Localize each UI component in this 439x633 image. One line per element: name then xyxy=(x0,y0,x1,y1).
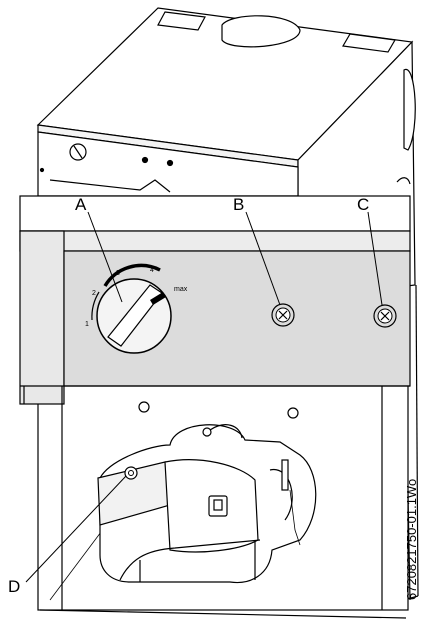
callout-c: C xyxy=(357,195,369,214)
dial-mark-2: 2 xyxy=(92,290,96,297)
burner-unit xyxy=(97,424,317,584)
dial-mark-4: 4 xyxy=(150,267,154,274)
document-code: 6720821750-01.1Wo xyxy=(404,478,419,600)
cabinet-top xyxy=(36,7,414,168)
dial-mark-max: max xyxy=(174,286,188,293)
callout-a: A xyxy=(75,195,87,214)
dial-mark-3: 3 xyxy=(116,270,120,277)
dial-mark-1: 1 xyxy=(85,321,89,328)
thermostat-dial: 1 2 3 4 max xyxy=(85,263,188,354)
reset-button-b xyxy=(271,303,295,327)
callout-d: D xyxy=(8,577,20,596)
control-panel xyxy=(19,195,411,405)
callout-b: B xyxy=(233,195,244,214)
leader-lines xyxy=(25,211,383,583)
reset-button-c xyxy=(373,304,397,328)
